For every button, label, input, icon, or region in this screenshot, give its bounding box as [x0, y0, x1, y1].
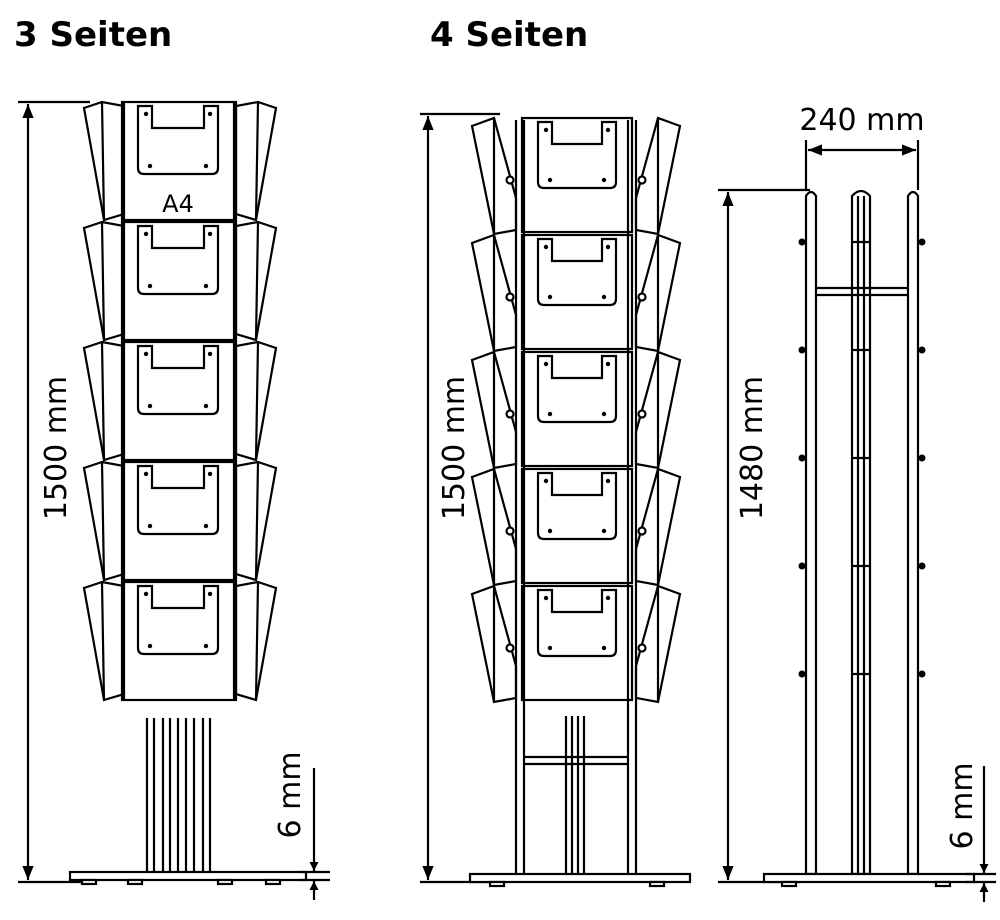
frame-hook [918, 238, 926, 246]
base-plate-frame [762, 872, 976, 888]
frame-hook [798, 238, 806, 246]
dim-height-frame-label: 1480 mm [735, 376, 770, 520]
pocket-tier [82, 220, 278, 342]
dim-base-frame-label: 6 mm [945, 762, 980, 849]
frame-hook [918, 454, 926, 462]
pole-3 [145, 718, 212, 872]
dim-base-3-label: 6 mm [273, 751, 308, 838]
dim-height-3-label: 1500 mm [39, 376, 74, 520]
frame-hook [798, 670, 806, 678]
pocket-tier [470, 584, 682, 704]
base-plate-3 [68, 870, 308, 886]
frame-hook [918, 670, 926, 678]
frame-side-view: 240 mm 1480 mm 6 mm [718, 103, 996, 902]
frame-rods [804, 189, 920, 876]
dim-height-4-label: 1500 mm [437, 376, 472, 520]
pocket-tier [82, 100, 278, 222]
title-3-seiten: 3 Seiten [14, 15, 172, 55]
pocket-format-label: A4 [162, 190, 194, 218]
base-plate-4 [468, 872, 692, 888]
pocket-tier [82, 580, 278, 702]
pocket-tier [470, 350, 682, 470]
frame-hook [798, 346, 806, 354]
frame-hook [798, 454, 806, 462]
stand-4-seiten: 1500 mm [420, 112, 692, 888]
frame-hook [918, 562, 926, 570]
pocket-stack-4 [470, 116, 682, 704]
frame-hook [918, 346, 926, 354]
pocket-tier [470, 116, 682, 236]
pocket-tier [470, 467, 682, 587]
pocket-tier [82, 460, 278, 582]
frame-hook [798, 562, 806, 570]
dim-width-label: 240 mm [799, 103, 924, 138]
pocket-tier [82, 340, 278, 462]
pole-4 [514, 120, 638, 874]
pocket-tier [470, 233, 682, 353]
stand-3-seiten: 1500 mm A4 6 mm [18, 100, 330, 900]
frame-hooks [798, 238, 926, 678]
pocket-stack-3 [82, 100, 278, 702]
title-4-seiten: 4 Seiten [430, 15, 588, 55]
